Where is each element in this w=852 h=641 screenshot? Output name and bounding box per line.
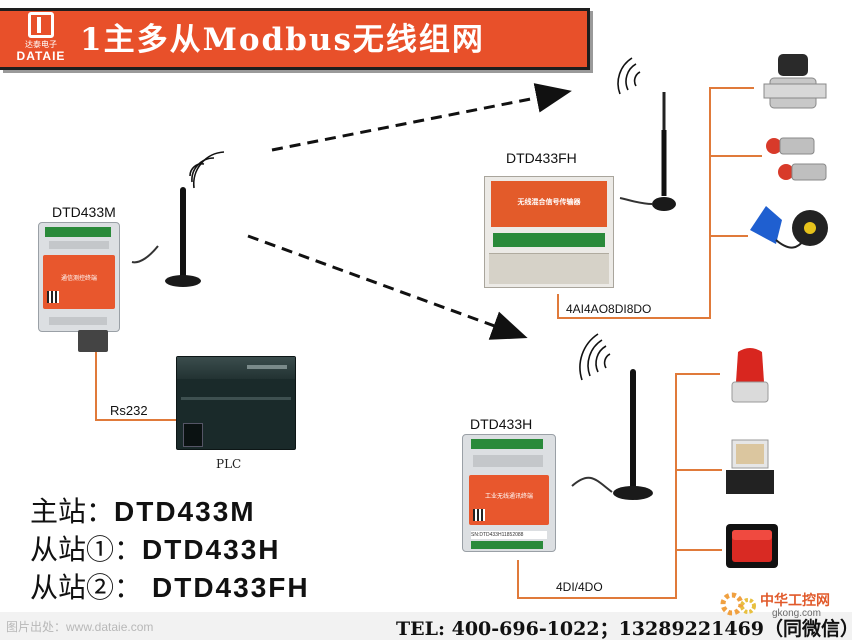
company-logo: 达泰电子 DATAIE — [6, 10, 76, 66]
slave1-role-line: 从站①：DTD433H — [30, 534, 281, 565]
plc-device — [176, 356, 296, 450]
warning-light-icon — [731, 348, 769, 403]
logo-chinese-name: 达泰电子 — [25, 40, 57, 49]
master-antenna-icon — [131, 187, 201, 287]
terminal-block — [471, 439, 543, 449]
watermark-english: gkong.com — [772, 608, 821, 619]
slave1-device-label: DTD433H — [470, 416, 533, 432]
logo-mark-icon — [28, 12, 54, 38]
rocker-switch-icon — [726, 524, 778, 568]
slave1-device-face: 工业无线通讯终端 — [469, 475, 549, 525]
master-role-line: 主站：DTD433M — [30, 496, 256, 527]
slave2-antenna-icon — [619, 92, 676, 211]
watermark-chinese: 中华工控网 — [760, 592, 830, 608]
slave2-signal-label: 4AI4AO8DI8DO — [566, 302, 652, 316]
image-source-text: 图片出处：www.dataie.com — [6, 620, 154, 634]
slave1-antenna-icon — [571, 369, 653, 500]
slave1-device: 工业无线通讯终端 SN:DTD433H11852088 — [462, 434, 556, 552]
contact-phone-text: TEL: 400-696-1022；13289221469（同微信） — [396, 618, 852, 640]
terminal-block — [45, 227, 111, 237]
wireless-link-to-slave2 — [271, 83, 572, 152]
qr-code-icon — [47, 291, 59, 303]
signal-wires — [95, 87, 762, 599]
solenoid-valve-icon — [763, 54, 827, 109]
wireless-link-to-slave1 — [247, 234, 528, 340]
float-switch-icon — [750, 206, 828, 249]
gear-watermark-icon — [720, 592, 756, 616]
qr-code-icon — [473, 509, 485, 521]
slave2-device-label: DTD433FH — [506, 150, 577, 166]
slave1-serial: SN:DTD433H11852088 — [471, 531, 547, 539]
slave2-role-line: 从站②：DTD433FH — [30, 572, 310, 603]
push-button-icon — [766, 137, 827, 181]
master-device-face: 通信测控终端 — [43, 255, 115, 309]
logo-english-name: DATAIE — [16, 49, 66, 63]
relay-icon — [726, 439, 774, 494]
plc-label: PLC — [216, 457, 242, 471]
slave2-device: 无线混合信号传输器 — [484, 176, 614, 288]
master-radio-wave-icon — [189, 151, 225, 189]
slave2-device-face: 无线混合信号传输器 — [491, 181, 607, 227]
master-db9-port — [78, 330, 108, 352]
master-device-label: DTD433M — [52, 204, 116, 220]
page-title: 1主多从Modbus无线组网 — [80, 22, 485, 58]
plc-port — [183, 423, 203, 447]
footer-bar — [0, 612, 852, 640]
slave1-signal-label: 4DI/4DO — [556, 580, 603, 594]
slave1-radio-wave-icon — [579, 333, 611, 381]
master-device: 通信测控终端 — [38, 222, 120, 332]
rs232-link-label: Rs232 — [110, 403, 148, 418]
terminal-block — [493, 233, 605, 247]
title-banner — [0, 8, 590, 70]
slave2-radio-wave-icon — [617, 57, 641, 95]
